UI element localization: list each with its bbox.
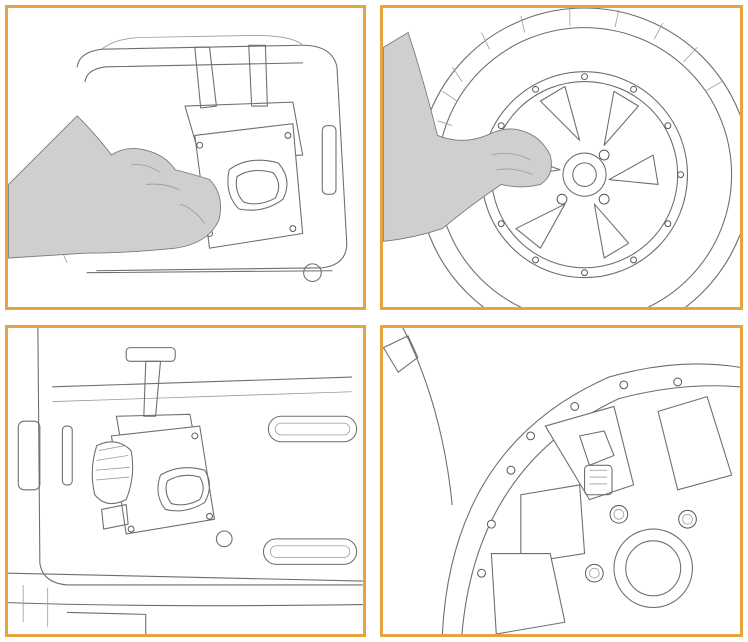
illustration-tailgate-jack [8, 328, 363, 634]
panel-tailgate-jack [5, 325, 366, 637]
panel-loosen-bracket [5, 5, 366, 310]
panel-wheel-lock-closeup [380, 325, 743, 637]
rim-bolts [477, 377, 683, 578]
illustration-wheel-closeup [383, 328, 740, 634]
illustration-hand-on-lug-nut [383, 8, 740, 307]
panel-remove-lug-nuts [380, 5, 743, 310]
illustration-hand-on-bracket [8, 35, 348, 283]
